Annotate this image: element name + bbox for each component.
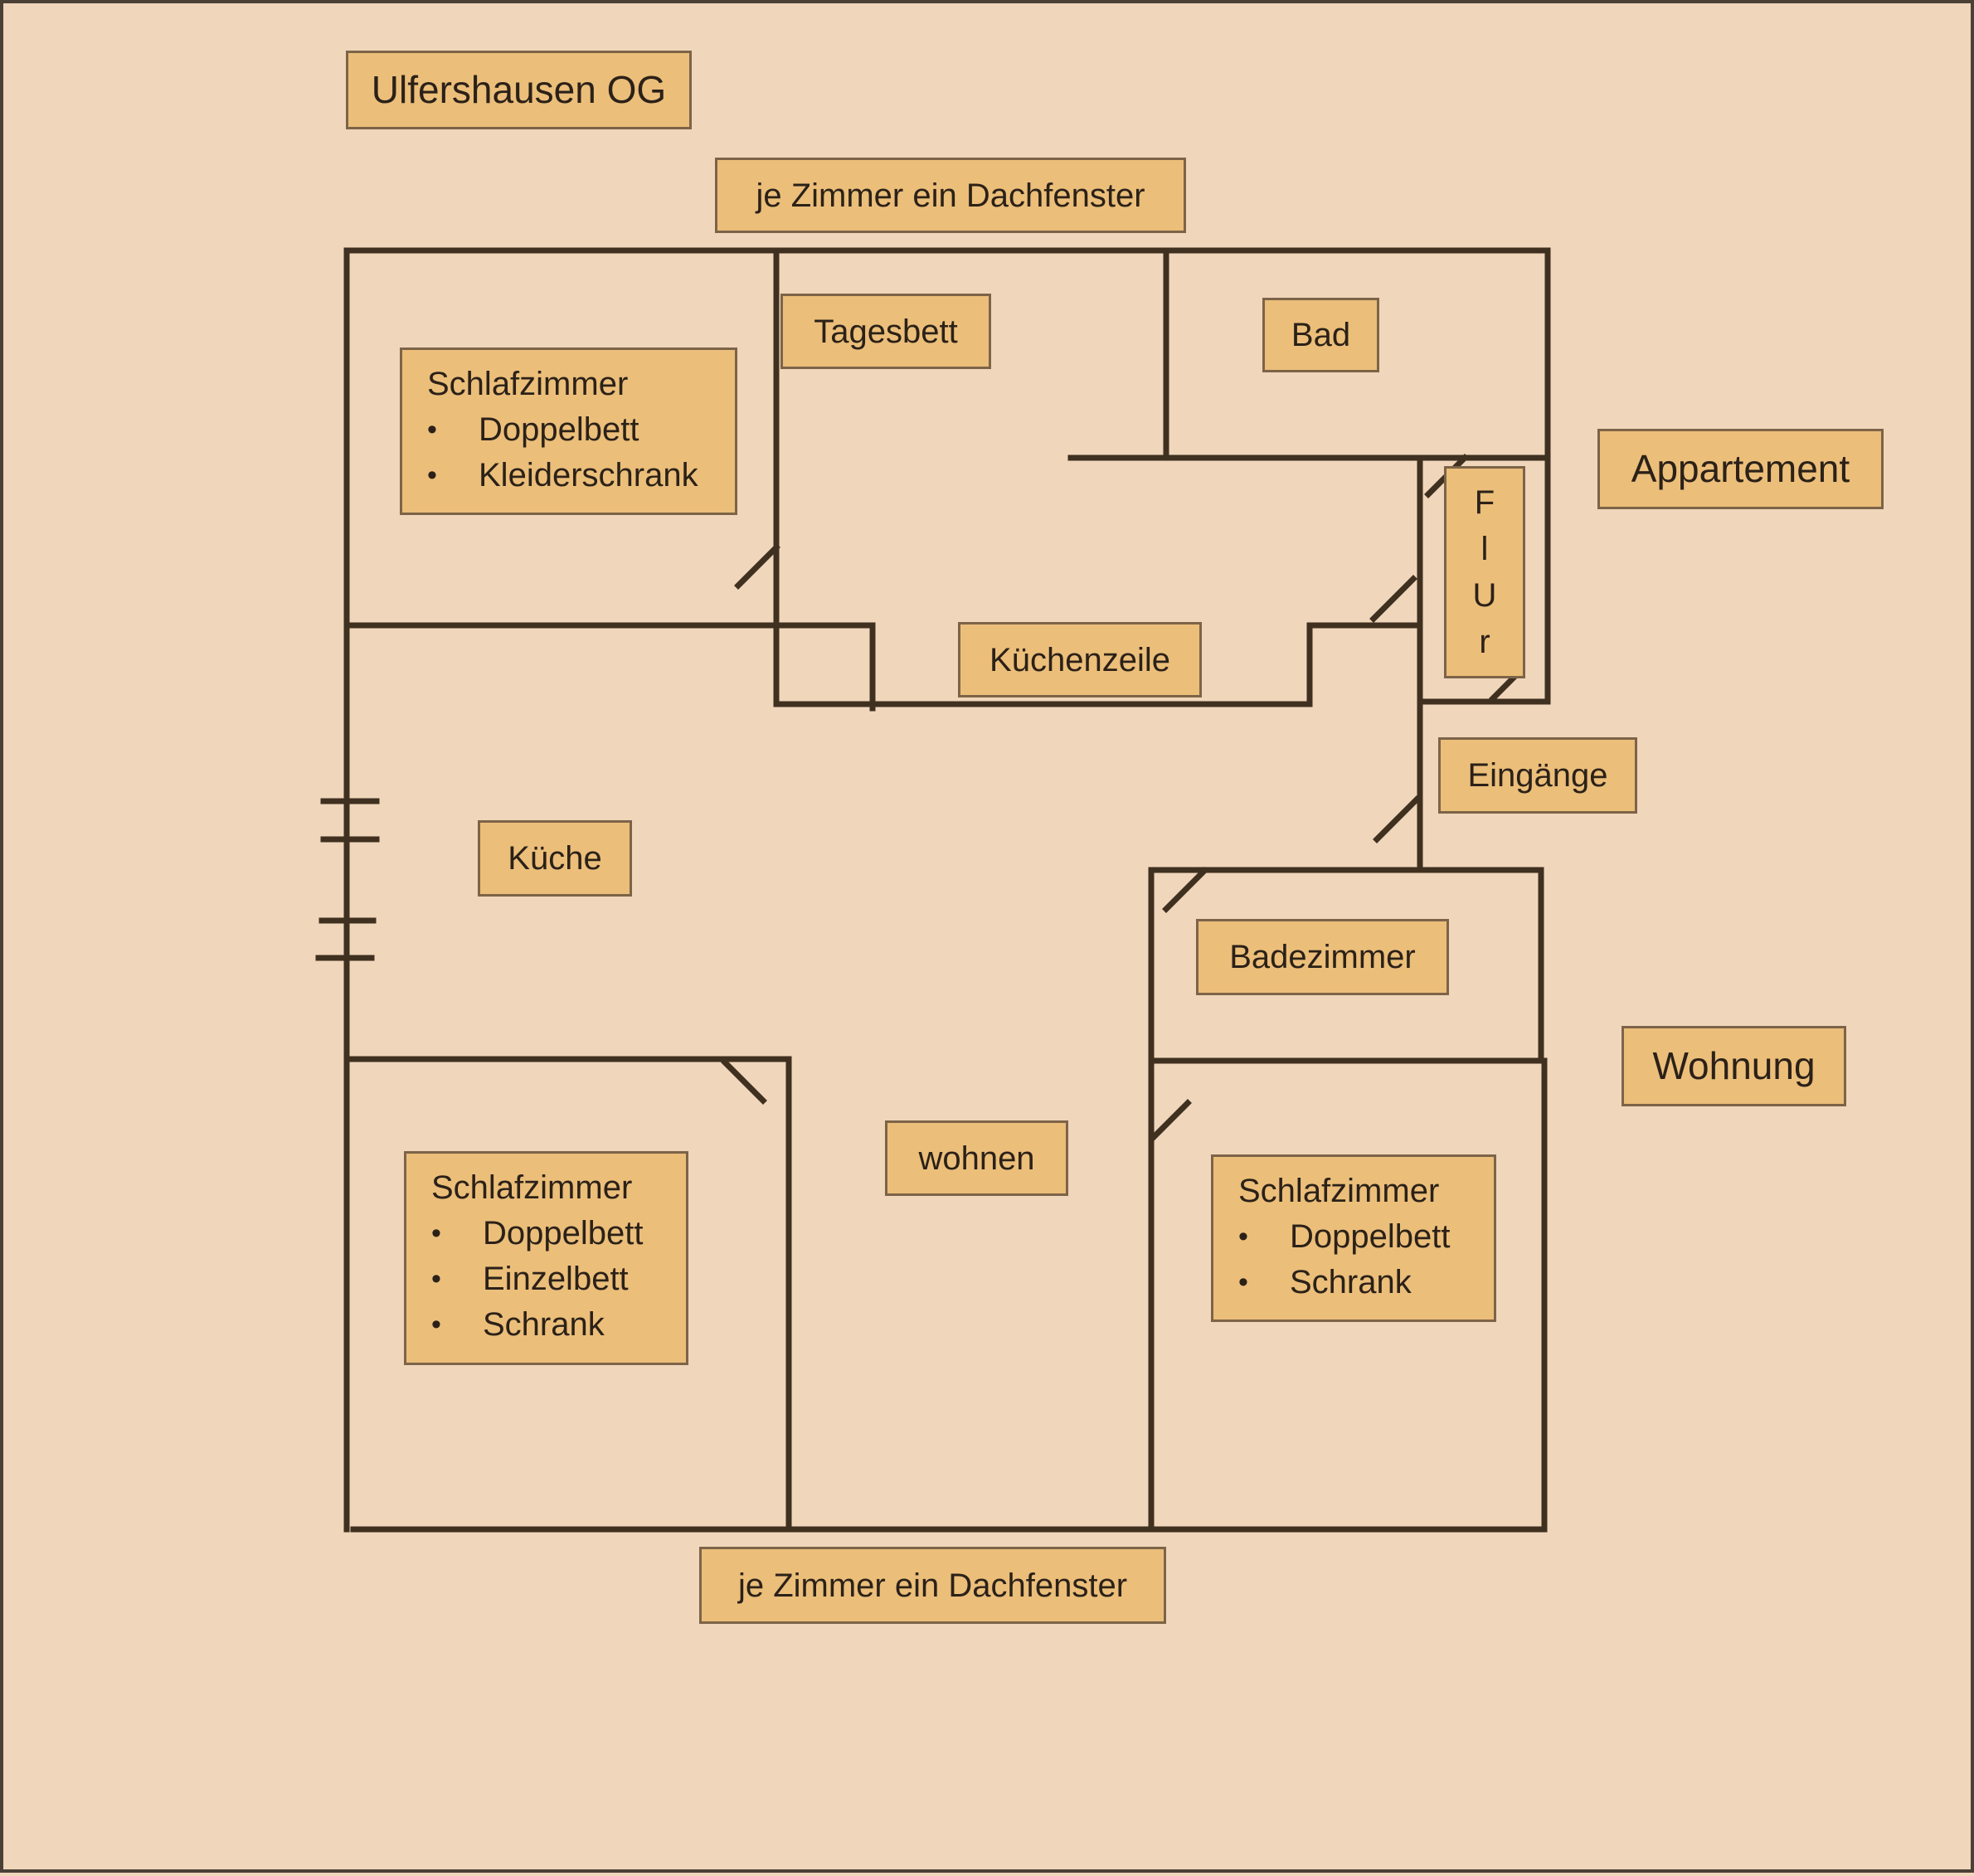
door-flur-left [1369, 575, 1417, 623]
bedroom-label-top-left: Schlafzimmer Doppelbett Kleiderschrank [400, 347, 737, 515]
furniture-item: Kleiderschrank [427, 453, 698, 498]
room-label-badezimmer: Badezimmer [1196, 919, 1449, 995]
room-label-eingaenge: Eingänge [1438, 737, 1637, 814]
bedroom-title: Schlafzimmer [427, 366, 629, 402]
room-label-flur: F l U r [1444, 466, 1525, 678]
furniture-item: Doppelbett [431, 1211, 643, 1256]
furniture-item: Doppelbett [1238, 1214, 1450, 1260]
flur-letter: U [1472, 577, 1497, 614]
flur-letter: F [1474, 484, 1495, 521]
zone-label-wohnung: Wohnung [1622, 1026, 1846, 1106]
furniture-item: Schrank [431, 1302, 643, 1348]
floor-plan-walls [315, 247, 1551, 1533]
bedroom-title: Schlafzimmer [1238, 1173, 1440, 1209]
door-bedroom2 [721, 1058, 767, 1105]
room-label-kueche: Küche [478, 820, 632, 897]
furniture-item: Schrank [1238, 1260, 1450, 1305]
room-label-kuechenzeile: Küchenzeile [958, 622, 1202, 697]
door-entrance [1373, 795, 1421, 843]
furniture-item: Doppelbett [427, 407, 698, 453]
door-badezimmer [1162, 867, 1208, 913]
zone-label-appartement: Appartement [1597, 429, 1884, 509]
room-label-tagesbett: Tagesbett [780, 294, 991, 369]
room-label-wohnen: wohnen [885, 1120, 1068, 1196]
skylight-note-top: je Zimmer ein Dachfenster [715, 158, 1186, 233]
bedroom-label-bottom-left: Schlafzimmer Doppelbett Einzelbett Schra… [404, 1151, 688, 1365]
furniture-item: Einzelbett [431, 1256, 643, 1302]
door-right-bedroom [1149, 1099, 1192, 1142]
door-bedroom1 [734, 543, 780, 590]
skylight-note-bottom: je Zimmer ein Dachfenster [699, 1547, 1166, 1624]
flur-letter: r [1479, 624, 1490, 660]
flur-letter: l [1480, 531, 1489, 567]
room-label-bad: Bad [1262, 298, 1379, 372]
bedroom-label-bottom-right: Schlafzimmer Doppelbett Schrank [1211, 1154, 1496, 1322]
bedroom-title: Schlafzimmer [431, 1169, 633, 1206]
plan-title: Ulfershausen OG [346, 51, 692, 129]
